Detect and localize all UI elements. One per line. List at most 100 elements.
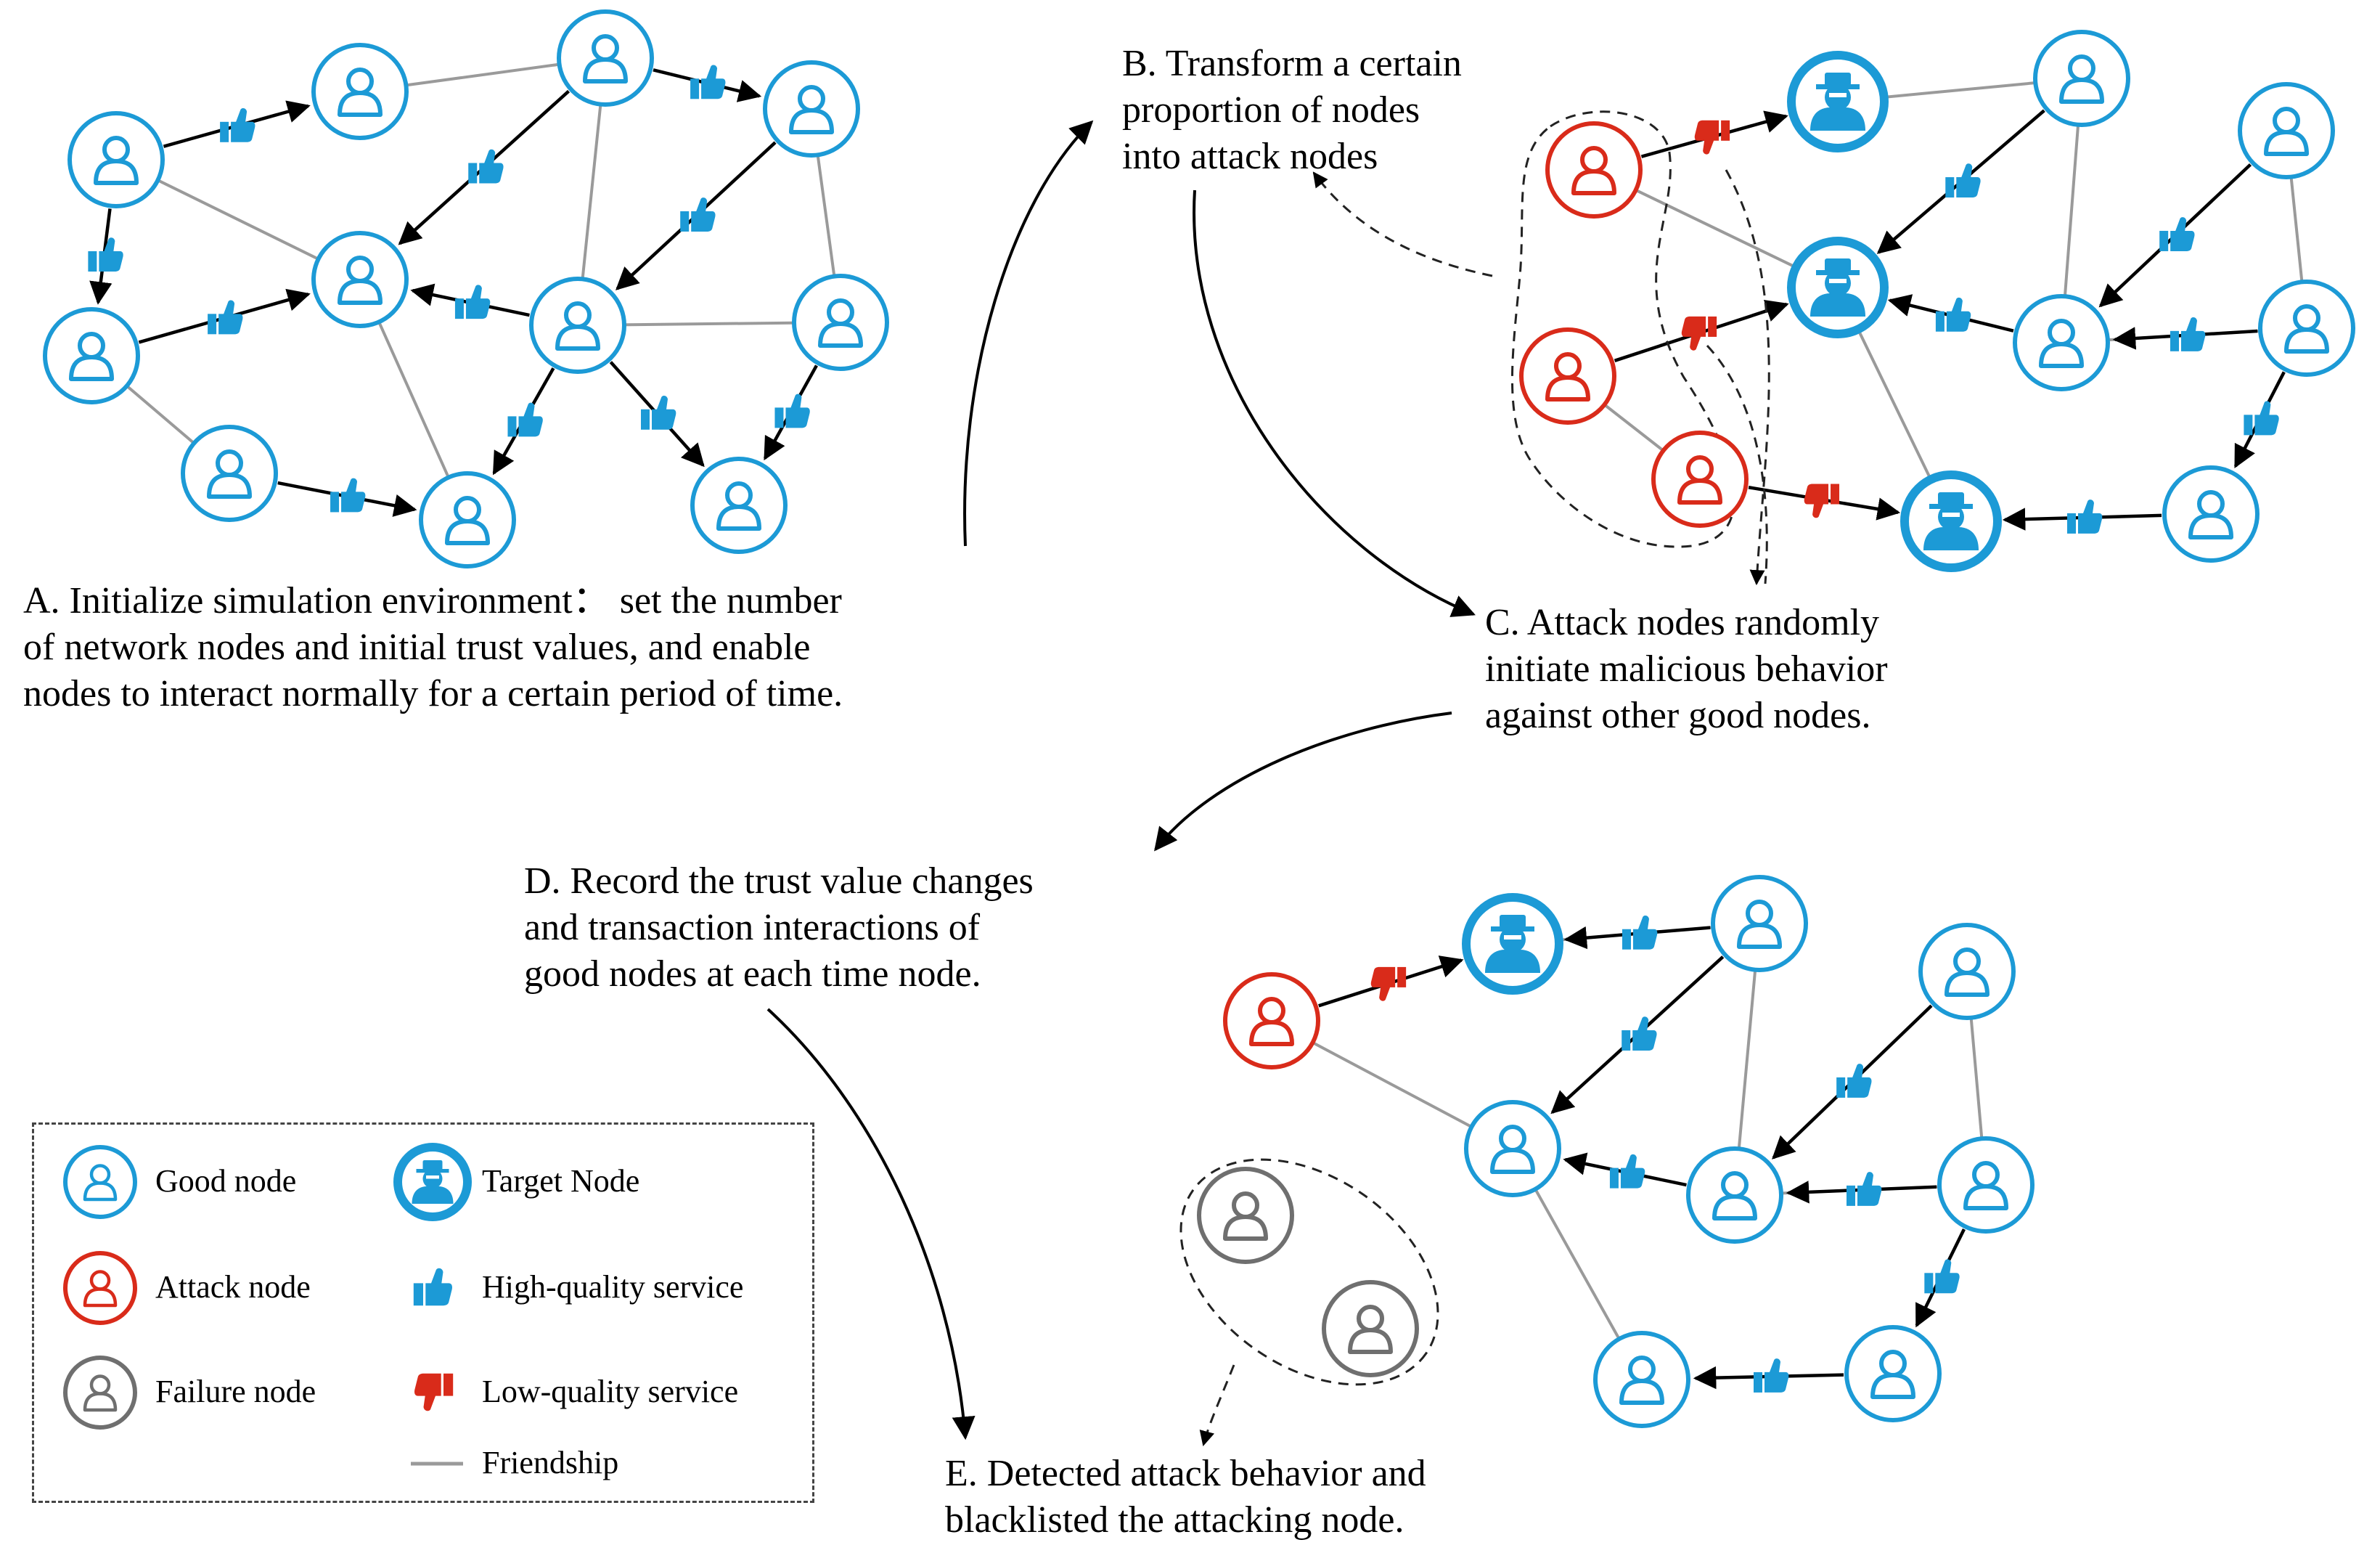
person-icon	[1712, 1171, 1757, 1220]
caption-b-line-3: into attack nodes	[1122, 136, 1378, 177]
high-quality-service-icon	[690, 65, 726, 99]
hatted-person-icon	[1923, 492, 1979, 550]
caption-a-line-3: nodes to interact normally for a certain…	[23, 673, 843, 714]
caption-d-line-1: D. Record the trust value changes	[524, 860, 1034, 902]
high-quality-service-icon	[2170, 317, 2206, 351]
legend	[32, 1122, 814, 1503]
high-quality-service-icon	[468, 149, 504, 184]
good-node	[1464, 1100, 1561, 1197]
good-node	[181, 425, 278, 522]
attack-node	[1519, 327, 1616, 425]
target-node	[1787, 51, 1889, 152]
person-icon	[2188, 490, 2233, 539]
legend-label-failure-node: Failure node	[155, 1374, 316, 1409]
good-node	[311, 231, 409, 328]
high-quality-service-icon	[1924, 1259, 1960, 1294]
person-icon	[94, 136, 139, 185]
high-quality-service-icon	[507, 402, 543, 437]
person-icon	[1490, 1125, 1535, 1174]
high-quality-service-icon	[88, 237, 123, 272]
caption-b-line-1: B. Transform a certain	[1122, 43, 1462, 84]
person-icon	[1870, 1350, 1915, 1399]
person-icon	[1737, 900, 1782, 949]
caption-step-b: B. Transform a certain proportion of nod…	[1122, 41, 1462, 180]
dashed-link-to-c	[1706, 344, 1768, 584]
caption-step-e: E. Detected attack behavior and blacklis…	[945, 1451, 1426, 1544]
person-icon	[207, 449, 252, 499]
person-icon	[1677, 455, 1722, 505]
legend-label-target-node: Target Node	[482, 1163, 640, 1199]
person-icon	[69, 332, 114, 381]
caption-c-line-3: against other good nodes.	[1485, 695, 1871, 736]
good-node	[68, 111, 165, 208]
failure-node	[1197, 1167, 1294, 1264]
dashed-link-to-b	[1312, 171, 1493, 277]
good-node	[557, 9, 654, 107]
legend-label-good-node: Good node	[155, 1163, 297, 1199]
high-quality-service-icon	[2066, 500, 2103, 534]
legend-thumbs-up-icon	[413, 1268, 452, 1306]
good-node	[763, 60, 860, 158]
caption-step-d: D. Record the trust value changes and tr…	[524, 858, 1034, 998]
legend-thumbs-down-icon	[414, 1373, 454, 1411]
caption-c-line-1: C. Attack nodes randomly	[1485, 602, 1880, 643]
failure-node	[1322, 1280, 1419, 1377]
person-icon	[1223, 1191, 1268, 1241]
target-node	[1462, 893, 1563, 995]
dashed-link-to-e	[1199, 1364, 1235, 1447]
good-node	[1686, 1146, 1783, 1244]
person-icon	[716, 481, 761, 531]
high-quality-service-icon	[2159, 217, 2195, 251]
caption-a-line-1: A. Initialize simulation environment： se…	[23, 580, 842, 621]
target-node	[1787, 237, 1889, 338]
low-quality-service-icon	[1681, 316, 1717, 351]
good-node	[2013, 294, 2110, 391]
legend-good-node-icon	[63, 1145, 137, 1219]
good-node	[1937, 1136, 2035, 1234]
hatted-person-icon	[1810, 258, 1865, 317]
good-node	[690, 457, 788, 554]
high-quality-service-icon	[1622, 1016, 1657, 1051]
attack-group-outline	[1510, 110, 1735, 548]
good-node	[2162, 465, 2260, 563]
good-node	[311, 43, 409, 140]
high-quality-service-icon	[1846, 1172, 1882, 1206]
caption-step-c: C. Attack nodes randomly initiate malici…	[1485, 600, 1888, 739]
person-icon	[1619, 1356, 1664, 1405]
person-icon	[1571, 146, 1616, 195]
high-quality-service-icon	[1753, 1358, 1789, 1393]
caption-b-line-2: proportion of nodes	[1122, 89, 1420, 131]
legend-label-high-quality: High-quality service	[482, 1269, 744, 1305]
high-quality-service-icon	[220, 108, 255, 142]
person-icon	[338, 68, 383, 117]
good-node	[2238, 82, 2335, 179]
attack-node	[1223, 972, 1320, 1069]
person-icon	[1348, 1305, 1393, 1354]
good-node	[1593, 1331, 1690, 1428]
high-quality-service-icon	[1622, 915, 1658, 950]
high-quality-service-icon	[454, 285, 491, 319]
dashed-link-to-c	[1725, 169, 1770, 586]
person-icon	[2264, 107, 2309, 156]
flow-arrow-c-to-d	[1154, 712, 1452, 852]
high-quality-service-icon	[1609, 1154, 1645, 1189]
attack-node	[1545, 121, 1643, 219]
person-icon	[1249, 997, 1294, 1046]
person-icon	[818, 298, 863, 348]
person-icon	[445, 496, 490, 545]
caption-step-a: A. Initialize simulation environment： se…	[23, 578, 843, 717]
high-quality-service-icon	[1935, 297, 1971, 332]
hatted-person-icon	[412, 1160, 454, 1204]
good-node	[419, 471, 516, 568]
good-node	[792, 274, 889, 371]
legend-label-friendship: Friendship	[482, 1445, 619, 1480]
person-icon	[1963, 1161, 2008, 1210]
good-node	[529, 277, 626, 374]
good-node	[43, 307, 140, 404]
person-icon	[83, 1270, 118, 1308]
target-node	[1900, 470, 2002, 572]
good-node	[1918, 923, 2016, 1020]
person-icon	[2059, 54, 2104, 104]
good-node	[1844, 1325, 1942, 1422]
hatted-person-icon	[1485, 915, 1540, 973]
